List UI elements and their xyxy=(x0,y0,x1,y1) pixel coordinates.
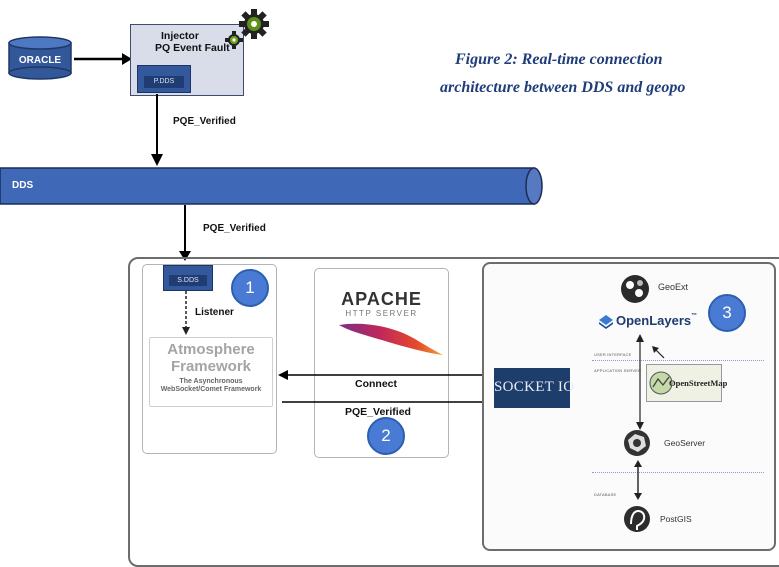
apache-subtitle: HTTP SERVER xyxy=(345,309,418,318)
app-divider xyxy=(592,472,764,473)
openlayers-geoserver-arrow xyxy=(636,334,644,430)
openlayers-label: OpenLayers™ xyxy=(616,313,697,328)
gear-icon xyxy=(225,9,269,49)
geoext-icon xyxy=(621,275,649,303)
badge-three: 3 xyxy=(708,294,746,332)
dds-bus: DDS xyxy=(0,167,545,205)
badge-two: 2 xyxy=(367,417,405,455)
connect-label: Connect xyxy=(355,378,397,390)
injector-subtitle: PQ Event Fault xyxy=(155,42,230,54)
sdds-node: S.DDS xyxy=(163,265,213,291)
atmosphere-sub2: WebSocket/Comet Framework xyxy=(160,386,262,393)
listener-label: Listener xyxy=(195,307,234,318)
pdds-label: P.DDS xyxy=(144,76,184,88)
pqe-verified-top-label: PQE_Verified xyxy=(173,116,236,127)
atmosphere-panel: S.DDS 1 Listener Atmosphere Framework Th… xyxy=(142,264,277,454)
database-layer-label: DATABASE xyxy=(594,492,617,497)
injector-to-dds-arrow xyxy=(151,94,163,166)
geoserver-label: GeoServer xyxy=(664,438,706,448)
oracle-label: ORACLE xyxy=(18,55,62,66)
sdds-label: S.DDS xyxy=(169,275,207,286)
pqe-verified-mid-label: PQE_Verified xyxy=(203,223,266,234)
atmosphere-title: Atmosphere xyxy=(167,341,255,358)
apache-title: APACHE xyxy=(341,289,422,309)
connect-arrow xyxy=(278,370,498,380)
openstreetmap-icon xyxy=(649,371,673,395)
apache-feather-icon xyxy=(339,323,443,355)
geoext-label: GeoExt xyxy=(658,282,689,292)
ui-divider xyxy=(592,360,764,361)
framework-title: Framework xyxy=(170,358,252,375)
openlayers-icon xyxy=(599,315,613,329)
postgis-icon xyxy=(624,506,650,532)
openstreetmap-tile: OpenStreetMap xyxy=(646,364,727,402)
apache-panel: APACHE HTTP SERVER 2 xyxy=(314,268,449,458)
dds-bus-label: DDS xyxy=(12,180,34,191)
socketio-box: SOCKET IO xyxy=(494,368,575,408)
atmosphere-framework-box: Atmosphere Framework The Asynchronous We… xyxy=(149,337,273,407)
app-server-layer-label: APPLICATION SERVER xyxy=(594,368,642,373)
user-interface-layer-label: USER INTERFACE xyxy=(594,352,632,357)
postgis-label: PostGIS xyxy=(660,514,692,524)
osm-to-openlayers-arrow xyxy=(652,346,665,359)
injector-title: Injector xyxy=(161,30,199,42)
openstreetmap-label: OpenStreetMap xyxy=(669,378,728,388)
badge-one: 1 xyxy=(231,269,269,307)
openlayers-text: OpenLayers xyxy=(616,313,692,328)
atmosphere-sub1: The Asynchronous xyxy=(179,378,243,385)
openlayers-tm: ™ xyxy=(691,313,698,319)
figure-caption-line2: architecture between DDS and geopo xyxy=(440,79,686,96)
geoserver-icon xyxy=(624,430,650,456)
listener-arrow xyxy=(182,291,190,335)
figure-caption-line1: Figure 2: Real-time connection xyxy=(455,51,663,68)
oracle-to-injector-arrow xyxy=(74,53,132,65)
pqe-verified-bottom-label: PQE_Verified xyxy=(345,406,411,418)
geoserver-postgis-arrow xyxy=(634,460,642,500)
socketio-label: SOCKET IO xyxy=(494,379,575,395)
oracle-database-icon: ORACLE xyxy=(8,36,72,80)
dds-to-sdds-arrow xyxy=(179,205,191,261)
injector-box: Injector PQ Event Fault P.DDS xyxy=(130,24,244,96)
pdds-node: P.DDS xyxy=(137,65,191,93)
